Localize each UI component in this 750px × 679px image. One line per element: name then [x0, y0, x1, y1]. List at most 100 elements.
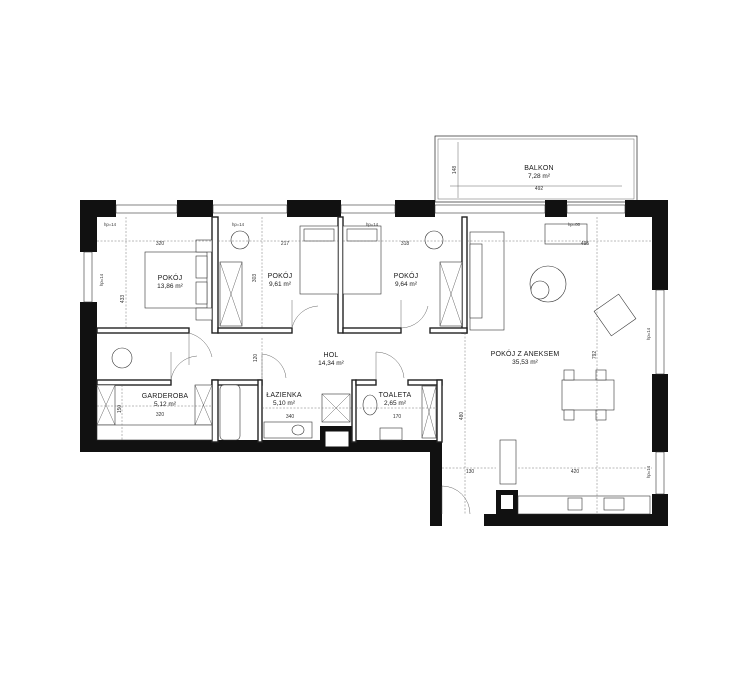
- wall-segment: [430, 440, 442, 526]
- outer-walls: [80, 200, 668, 526]
- pillow: [346, 228, 378, 242]
- wall-segment: [177, 200, 213, 217]
- wall-segment: [80, 200, 97, 252]
- sill-label: hp=14: [366, 222, 379, 227]
- balcony-outline: [434, 135, 638, 203]
- balcony-railing: [437, 138, 635, 200]
- room-name-balkon: BALKON: [524, 165, 554, 172]
- room-area-pokoj3: 9,64 m²: [395, 281, 418, 288]
- closet-x: [194, 384, 213, 426]
- dim-label: 130: [466, 469, 475, 475]
- dim-label: 320: [156, 241, 165, 247]
- wall-segment: [80, 302, 97, 452]
- wall-wc-top: [355, 379, 377, 386]
- window: [655, 289, 665, 375]
- wall-segment: [484, 514, 668, 526]
- closet: [96, 424, 213, 441]
- room-labels: POKÓJ 13,86 m² POKÓJ 9,61 m² POKÓJ 9,64 …: [142, 165, 559, 408]
- room-area-pokoj2: 9,61 m²: [269, 281, 292, 288]
- dim-label: 303: [252, 274, 258, 283]
- wall-bedroom2-bottom: [217, 327, 293, 334]
- dim-label: 492: [535, 186, 544, 192]
- wall-wc-right: [436, 379, 443, 443]
- wall-segment: [395, 200, 435, 217]
- pillow: [303, 228, 335, 242]
- dimension-labels: 320 217 318 495 433 303 120 792 150 320 …: [117, 166, 598, 475]
- dim-label: 420: [571, 469, 580, 475]
- sill-label: hp=00: [568, 222, 581, 227]
- sink: [291, 424, 305, 436]
- wall-wardrobe-top: [96, 379, 172, 386]
- chair: [230, 230, 250, 250]
- dim-label: 120: [253, 354, 259, 363]
- door-bathroom[interactable]: [261, 353, 287, 380]
- room-name-lazienka: ŁAZIENKA: [266, 392, 302, 399]
- wall-segment: [652, 200, 668, 290]
- dining-chair: [563, 369, 575, 381]
- fridge: [499, 439, 517, 485]
- interior-walls: [96, 216, 468, 443]
- wall-bedroom3-bottom: [342, 327, 402, 334]
- dim-label: 340: [286, 414, 295, 420]
- dining-chair: [595, 409, 607, 421]
- nightstand: [195, 239, 213, 253]
- window: [115, 204, 178, 214]
- room-name-garderoba: GARDEROBA: [142, 393, 189, 400]
- kitchen-sink: [567, 497, 583, 511]
- wall-segment: [652, 374, 668, 452]
- dining-chair: [563, 409, 575, 421]
- room-area-pokoj1: 13,86 m²: [157, 283, 183, 290]
- door-bedroom1[interactable]: [188, 332, 213, 365]
- sill-label: hp=14: [646, 465, 651, 478]
- cooktop: [603, 497, 625, 511]
- balcony-door-swing: [544, 223, 588, 245]
- room-area-pokoj-z-aneksem: 35,53 m²: [512, 359, 538, 366]
- wall-bedroom2-right: [337, 216, 344, 334]
- wall-segment: [652, 494, 668, 526]
- door-wc[interactable]: [375, 351, 405, 380]
- dim-label: 495: [581, 241, 590, 247]
- sill-label: hp=14: [232, 222, 245, 227]
- window: [212, 204, 288, 214]
- chair: [111, 347, 133, 369]
- wall-segment: [545, 200, 567, 217]
- wall-wardrobe-right: [211, 379, 219, 443]
- wall-bath-right: [351, 379, 357, 443]
- wall-segment: [287, 200, 341, 217]
- sill-label: hp=14: [646, 327, 651, 340]
- side-table: [530, 280, 550, 300]
- door-bedroom3[interactable]: [400, 300, 429, 329]
- room-area-hol: 14,34 m²: [318, 360, 344, 367]
- bathtub: [219, 384, 241, 441]
- wall-bedroom3-right: [461, 216, 468, 334]
- room-name-pokoj3: POKÓJ: [394, 271, 419, 280]
- sofa-back: [469, 243, 483, 319]
- sill-labels: hp=14 hp=14 hp=14 hp=00 hp=14 hp=14 hp=1…: [99, 222, 651, 478]
- furniture: [96, 223, 651, 515]
- door-bedroom2[interactable]: [291, 300, 319, 329]
- doors: [170, 300, 471, 515]
- dim-label: 170: [393, 414, 402, 420]
- kitchen-shaft-inner: [501, 495, 513, 509]
- wardrobe-x: [439, 261, 463, 327]
- sill-label: hp=14: [104, 222, 117, 227]
- wall-bedroom1-bottom: [96, 327, 190, 334]
- wardrobe-x: [219, 261, 243, 327]
- chair: [424, 230, 444, 250]
- window: [655, 451, 665, 495]
- room-name-hol: HOL: [324, 352, 339, 359]
- pillow: [195, 281, 208, 305]
- room-area-balkon: 7,28 m²: [528, 173, 551, 180]
- kitchen-counter: [517, 495, 651, 515]
- wall-bedroom3-bottom: [429, 327, 468, 334]
- dining-chair: [595, 369, 607, 381]
- vanity: [263, 421, 313, 439]
- door-wardrobe[interactable]: [170, 352, 198, 381]
- entrance-door[interactable]: [441, 485, 471, 515]
- wc-sink: [379, 427, 403, 441]
- room-area-garderoba: 5,12 m²: [154, 401, 177, 408]
- windows: [83, 204, 665, 495]
- dim-label: 480: [459, 412, 465, 421]
- dim-label: 433: [120, 295, 126, 304]
